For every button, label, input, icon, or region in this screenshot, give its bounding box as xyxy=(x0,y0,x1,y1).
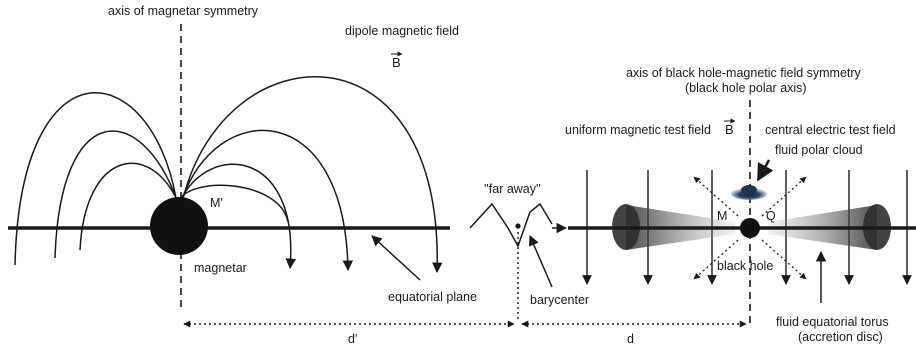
magnetar-panel: axis of magnetar symmetry dipole magneti… xyxy=(8,4,477,312)
bh-mass-label: M xyxy=(717,209,727,223)
b-vector-symbol-right: B xyxy=(724,118,736,137)
magnetar-mass-label: M' xyxy=(210,196,223,210)
field-line-left-inner xyxy=(79,162,179,251)
bh-axis-label-line2: (black hole polar axis) xyxy=(685,81,807,95)
black-hole-label: black hole xyxy=(717,259,773,273)
e-arrow-upper-left xyxy=(693,176,739,217)
equatorial-plane-pointer xyxy=(371,235,421,281)
polar-cloud-core xyxy=(741,185,757,195)
uniform-field-label: uniform magnetic test field xyxy=(565,123,711,137)
barycenter-dot xyxy=(515,223,521,229)
magnetar-body xyxy=(150,197,208,255)
polar-cloud-label: fluid polar cloud xyxy=(775,143,863,157)
torus-label-line2: (accretion disc) xyxy=(798,330,883,344)
magnetar-label: magnetar xyxy=(194,261,247,275)
torus-label-line1: fluid equatorial torus xyxy=(776,315,889,329)
bh-charge-label: Q xyxy=(766,209,776,223)
svg-text:B: B xyxy=(392,55,401,70)
distance-d-prime-label: d' xyxy=(348,332,357,344)
field-line-right-small xyxy=(177,184,289,223)
barycenter-pointer xyxy=(528,235,553,288)
distance-d-label: d xyxy=(627,332,634,344)
barycenter-label: barycenter xyxy=(530,293,589,307)
electric-field-label: central electric test field xyxy=(765,123,896,137)
equatorial-plane-label: equatorial plane xyxy=(388,290,477,304)
polar-cloud-pointer xyxy=(756,159,774,182)
b-vector-symbol-left: B xyxy=(391,51,403,70)
break-zigzag xyxy=(469,202,553,248)
svg-text:B: B xyxy=(725,122,734,137)
dipole-field-lines xyxy=(14,75,443,274)
black-hole-panel: axis of black hole-magnetic field symmet… xyxy=(565,66,916,344)
black-hole-body xyxy=(740,218,760,238)
field-line-right-2 xyxy=(181,129,354,272)
magnetar-axis-label: axis of magnetar symmetry xyxy=(108,4,259,18)
dipole-field-label: dipole magnetic field xyxy=(345,24,459,38)
field-line-left-mid xyxy=(54,130,178,259)
field-line-left-outer xyxy=(14,92,177,266)
far-away-label: ''far away'' xyxy=(484,182,541,196)
bh-axis-label-line1: axis of black hole-magnetic field symmet… xyxy=(626,66,862,80)
separation-panel: ''far away'' barycenter xyxy=(469,182,589,322)
field-line-right-3 xyxy=(182,75,443,274)
polar-cloud xyxy=(731,185,767,200)
